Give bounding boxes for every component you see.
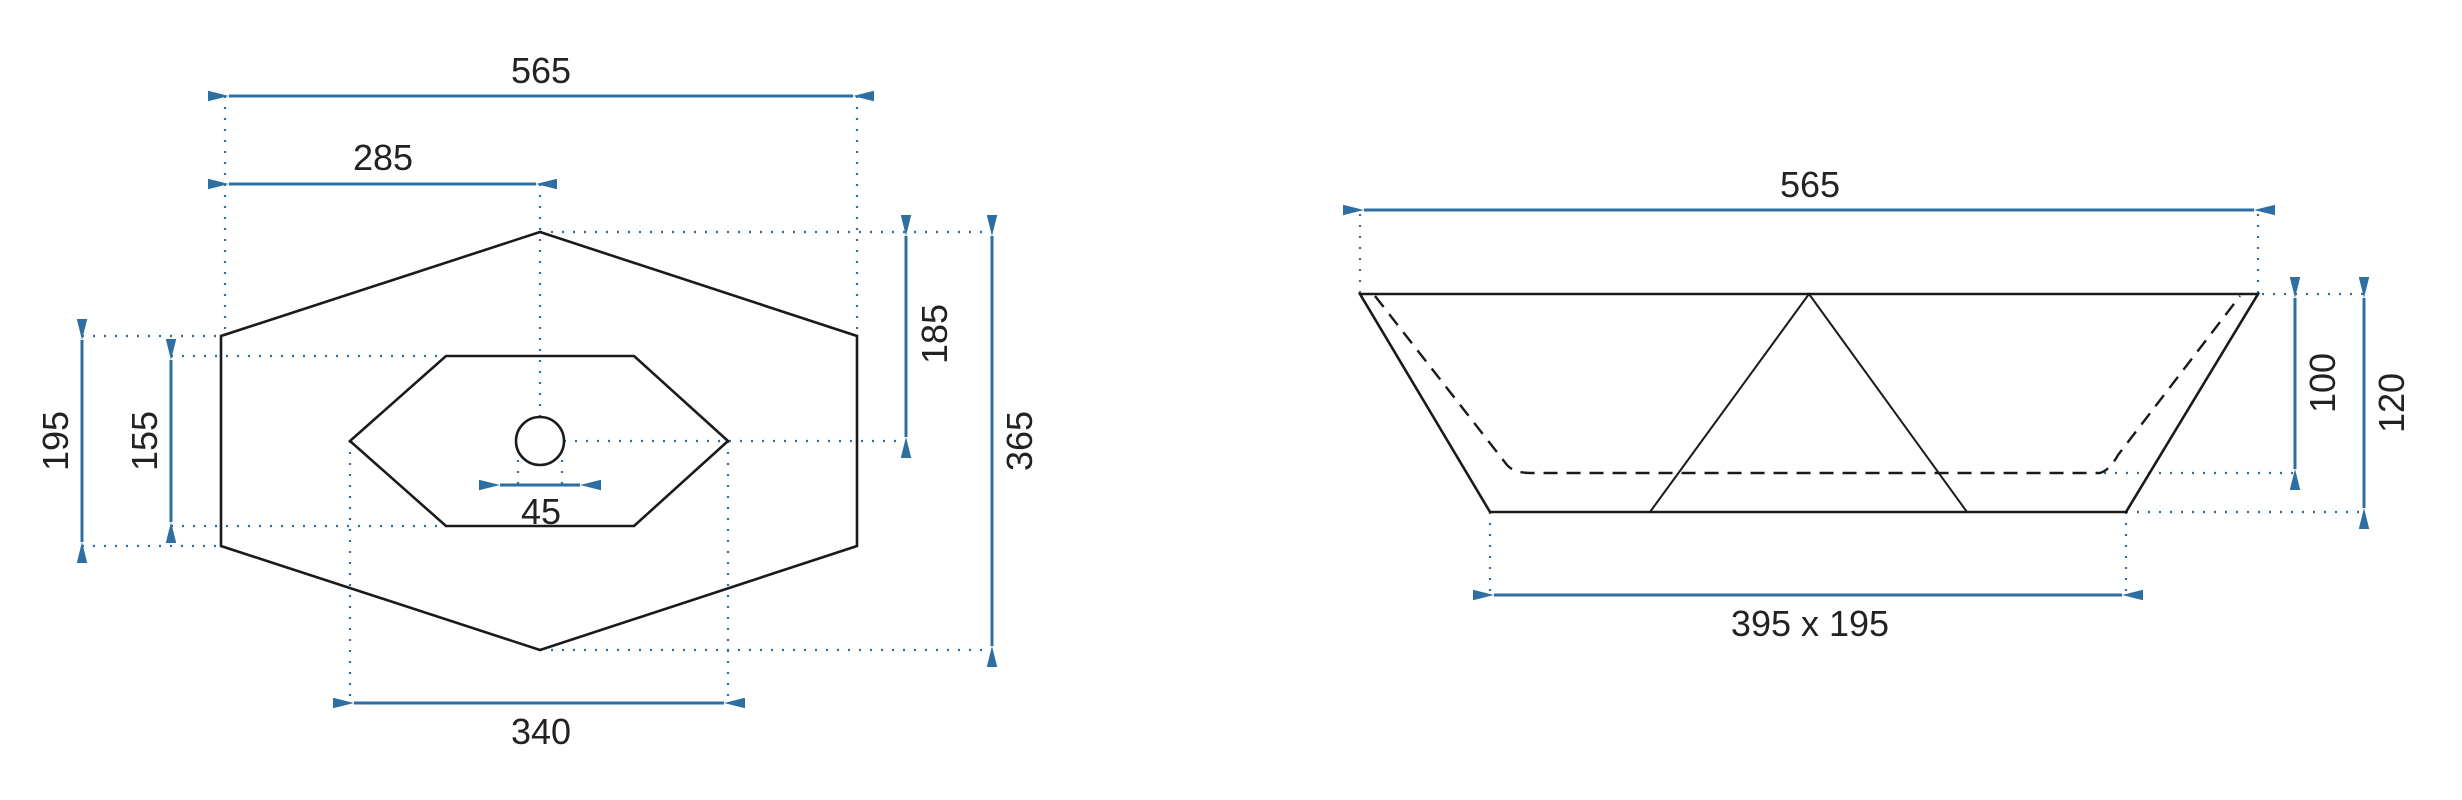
basin-side-outline <box>1357 292 2261 514</box>
extension-lines <box>82 96 992 703</box>
extension-lines <box>1358 214 2364 595</box>
top-view: 565 285 185 365 195 155 340 45 <box>35 50 1040 752</box>
label-side-height: 195 <box>35 411 76 471</box>
label-drain-offset: 285 <box>353 137 413 178</box>
label-base-size: 395 x 195 <box>1731 603 1889 644</box>
label-drain-diameter: 45 <box>521 491 561 532</box>
label-inner-depth: 100 <box>2302 353 2343 413</box>
drain-hole <box>514 415 566 467</box>
outer-basin-outline <box>219 230 859 652</box>
basin-front-facet <box>1649 292 1968 513</box>
inner-bowl-hidden-line <box>1374 295 2241 475</box>
label-overall-height: 120 <box>2371 373 2412 433</box>
label-overall-width: 565 <box>511 50 571 91</box>
label-drain-to-back: 185 <box>914 304 955 364</box>
label-overall-depth: 365 <box>999 411 1040 471</box>
label-bowl-side-height: 155 <box>124 411 165 471</box>
label-side-overall-width: 565 <box>1780 164 1840 205</box>
side-view: 565 100 120 395 x 195 <box>1343 164 2412 644</box>
label-bowl-width: 340 <box>511 711 571 752</box>
inner-bowl-outline <box>348 354 730 528</box>
